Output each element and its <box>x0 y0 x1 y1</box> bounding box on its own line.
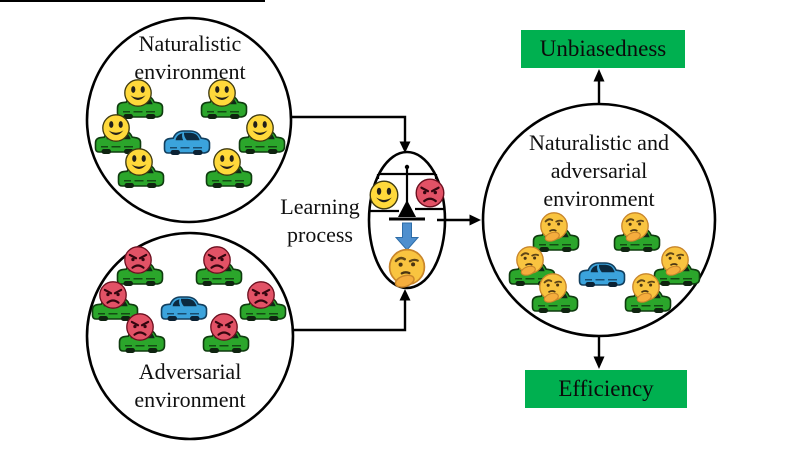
arrow-adversarial-to-learning <box>292 289 411 332</box>
efficiency-box: Efficiency <box>525 370 687 408</box>
arrow-combined-to-unbiasedness <box>593 69 605 103</box>
unbiasedness-box: Unbiasedness <box>521 30 685 68</box>
balance-scale-icon <box>369 164 445 221</box>
arrow-learning-to-combined <box>437 214 481 226</box>
efficiency-label: Efficiency <box>558 376 654 401</box>
combined-label: Naturalistic and adversarial environment <box>529 130 669 212</box>
adversarial-label: Adversarial environment <box>134 359 246 413</box>
arrow-combined-to-efficiency <box>593 336 605 369</box>
unbiasedness-label: Unbiasedness <box>539 36 667 61</box>
down-arrow-icon <box>394 222 420 251</box>
angry-face-icon <box>415 178 445 208</box>
learning-process-label: Learning process <box>280 194 360 248</box>
naturalistic-label: Naturalistic environment <box>134 31 246 85</box>
arrow-naturalistic-to-learning <box>291 115 411 153</box>
